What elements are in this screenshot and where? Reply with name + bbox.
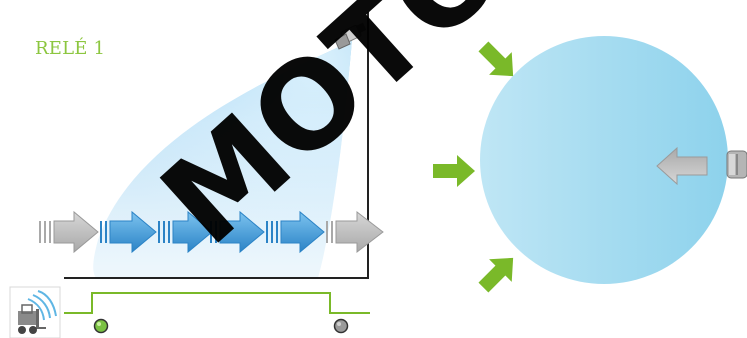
led-indicator-on <box>95 320 108 333</box>
side-sensor-icon <box>727 151 747 178</box>
led-indicator-off <box>335 320 348 333</box>
gray-arrow-start <box>39 212 98 252</box>
gray-arrow-end <box>326 212 383 252</box>
relay-signal-strip <box>8 285 370 338</box>
forklift-detection-icon <box>10 287 60 338</box>
green-arrow-bottom <box>472 247 524 299</box>
green-arrow-left <box>433 155 475 187</box>
